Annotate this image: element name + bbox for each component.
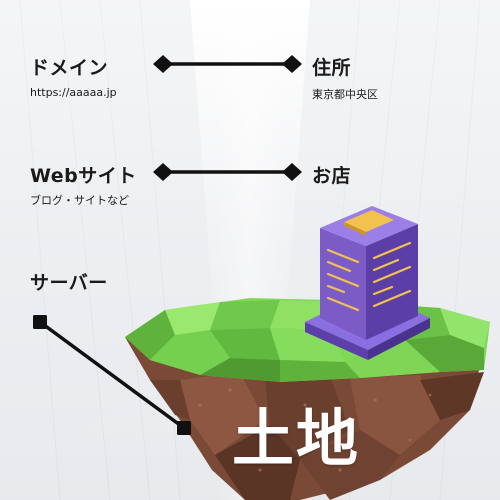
term-domain-detail: https://aaaaa.jp xyxy=(30,86,117,99)
maps-to-land: 土地 xyxy=(232,402,361,475)
connector-server-land xyxy=(33,315,191,435)
server-building-icon xyxy=(305,206,430,360)
term-domain: ドメイン xyxy=(30,57,109,79)
term-website: Webサイト xyxy=(30,165,137,187)
connector-website-shop xyxy=(153,163,302,181)
maps-to-shop: お店 xyxy=(312,165,352,187)
term-server: サーバー xyxy=(30,272,108,294)
connector-domain-address xyxy=(153,55,302,73)
maps-to-address: 住所 xyxy=(312,57,352,79)
maps-to-address-detail: 東京都中央区 xyxy=(312,88,378,101)
term-website-detail: ブログ・サイトなど xyxy=(30,194,129,207)
floating-island-icon xyxy=(125,337,484,500)
